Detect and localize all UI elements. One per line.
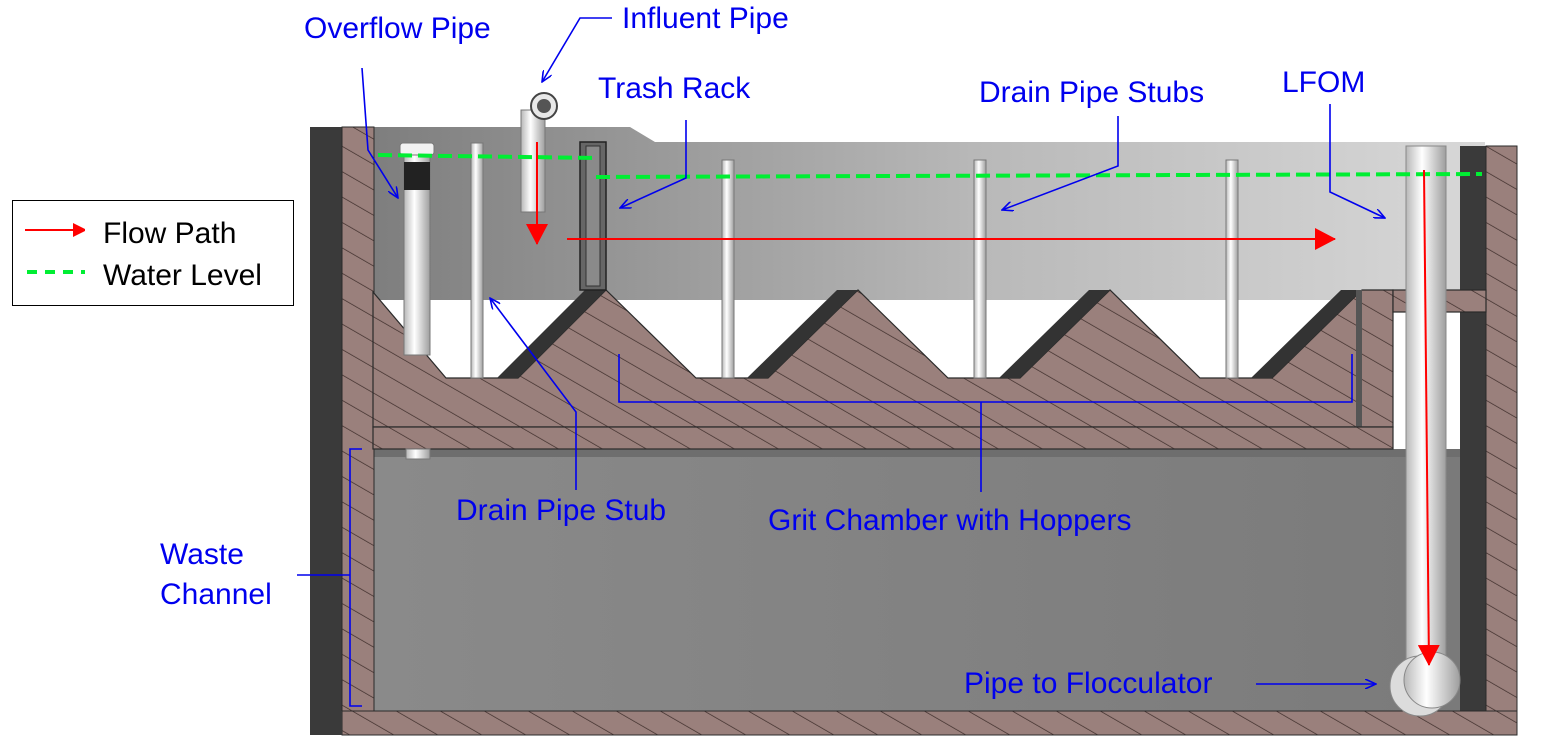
flow-arrow-lfom xyxy=(1417,169,1440,666)
waste-channel-label-line2: Channel xyxy=(160,578,272,611)
left-inner-wall xyxy=(341,126,375,736)
right-dark-wall xyxy=(1460,146,1486,711)
pipe-to-flocculator-label: Pipe to Flocculator xyxy=(964,667,1213,700)
water-level-symbol xyxy=(27,270,85,274)
trash-rack-label: Trash Rack xyxy=(598,72,751,105)
water-level-line-left xyxy=(377,153,599,160)
legend-water-level-label: Water Level xyxy=(103,259,262,292)
influent-pipe-label: Influent Pipe xyxy=(622,2,789,35)
legend-item-flow-path: Flow Path xyxy=(13,213,293,250)
drain-pipe-stub-1 xyxy=(470,142,484,379)
drain-pipe-stub-4 xyxy=(1225,159,1239,379)
legend-item-water-level: Water Level xyxy=(13,255,293,292)
leader-lfom xyxy=(1329,104,1385,218)
grit-chamber-label: Grit Chamber with Hoppers xyxy=(768,504,1132,537)
leader-overflow-pipe xyxy=(361,67,398,198)
right-outer-wall xyxy=(1485,145,1518,736)
leader-trash-rack xyxy=(620,120,687,208)
overflow-pipe-label: Overflow Pipe xyxy=(304,12,491,45)
lfom-pipe xyxy=(1389,145,1461,717)
influent-pipe xyxy=(520,92,558,213)
legend: Flow Path Water Level xyxy=(12,200,294,306)
left-outer-wall xyxy=(310,127,342,735)
grit-chamber-slab xyxy=(372,426,1394,450)
leader-drain-pipe-stubs xyxy=(1002,116,1119,210)
flow-path-symbol xyxy=(25,223,85,237)
lfom-label: LFOM xyxy=(1282,66,1366,99)
bracket-waste-channel xyxy=(349,448,362,707)
drain-pipe-stub-3 xyxy=(973,159,987,379)
waste-channel-interior xyxy=(373,449,1485,711)
floor-slab xyxy=(341,710,1518,736)
drain-pipe-stubs-label: Drain Pipe Stubs xyxy=(979,76,1205,109)
overflow-pipe xyxy=(399,142,435,460)
leader-influent-pipe xyxy=(542,17,612,82)
drain-pipe-stub-label: Drain Pipe Stub xyxy=(456,494,667,527)
waste-channel-label-line1: Waste xyxy=(160,538,244,571)
upper-tank-interior xyxy=(373,127,1485,300)
legend-flow-path-label: Flow Path xyxy=(103,217,237,250)
drain-pipe-stub-2 xyxy=(721,159,735,379)
leader-drain-pipe-stub xyxy=(490,298,577,490)
bracket-grit-chamber xyxy=(618,354,1353,403)
water-level-line-main xyxy=(595,172,1483,179)
trash-rack xyxy=(579,141,607,291)
